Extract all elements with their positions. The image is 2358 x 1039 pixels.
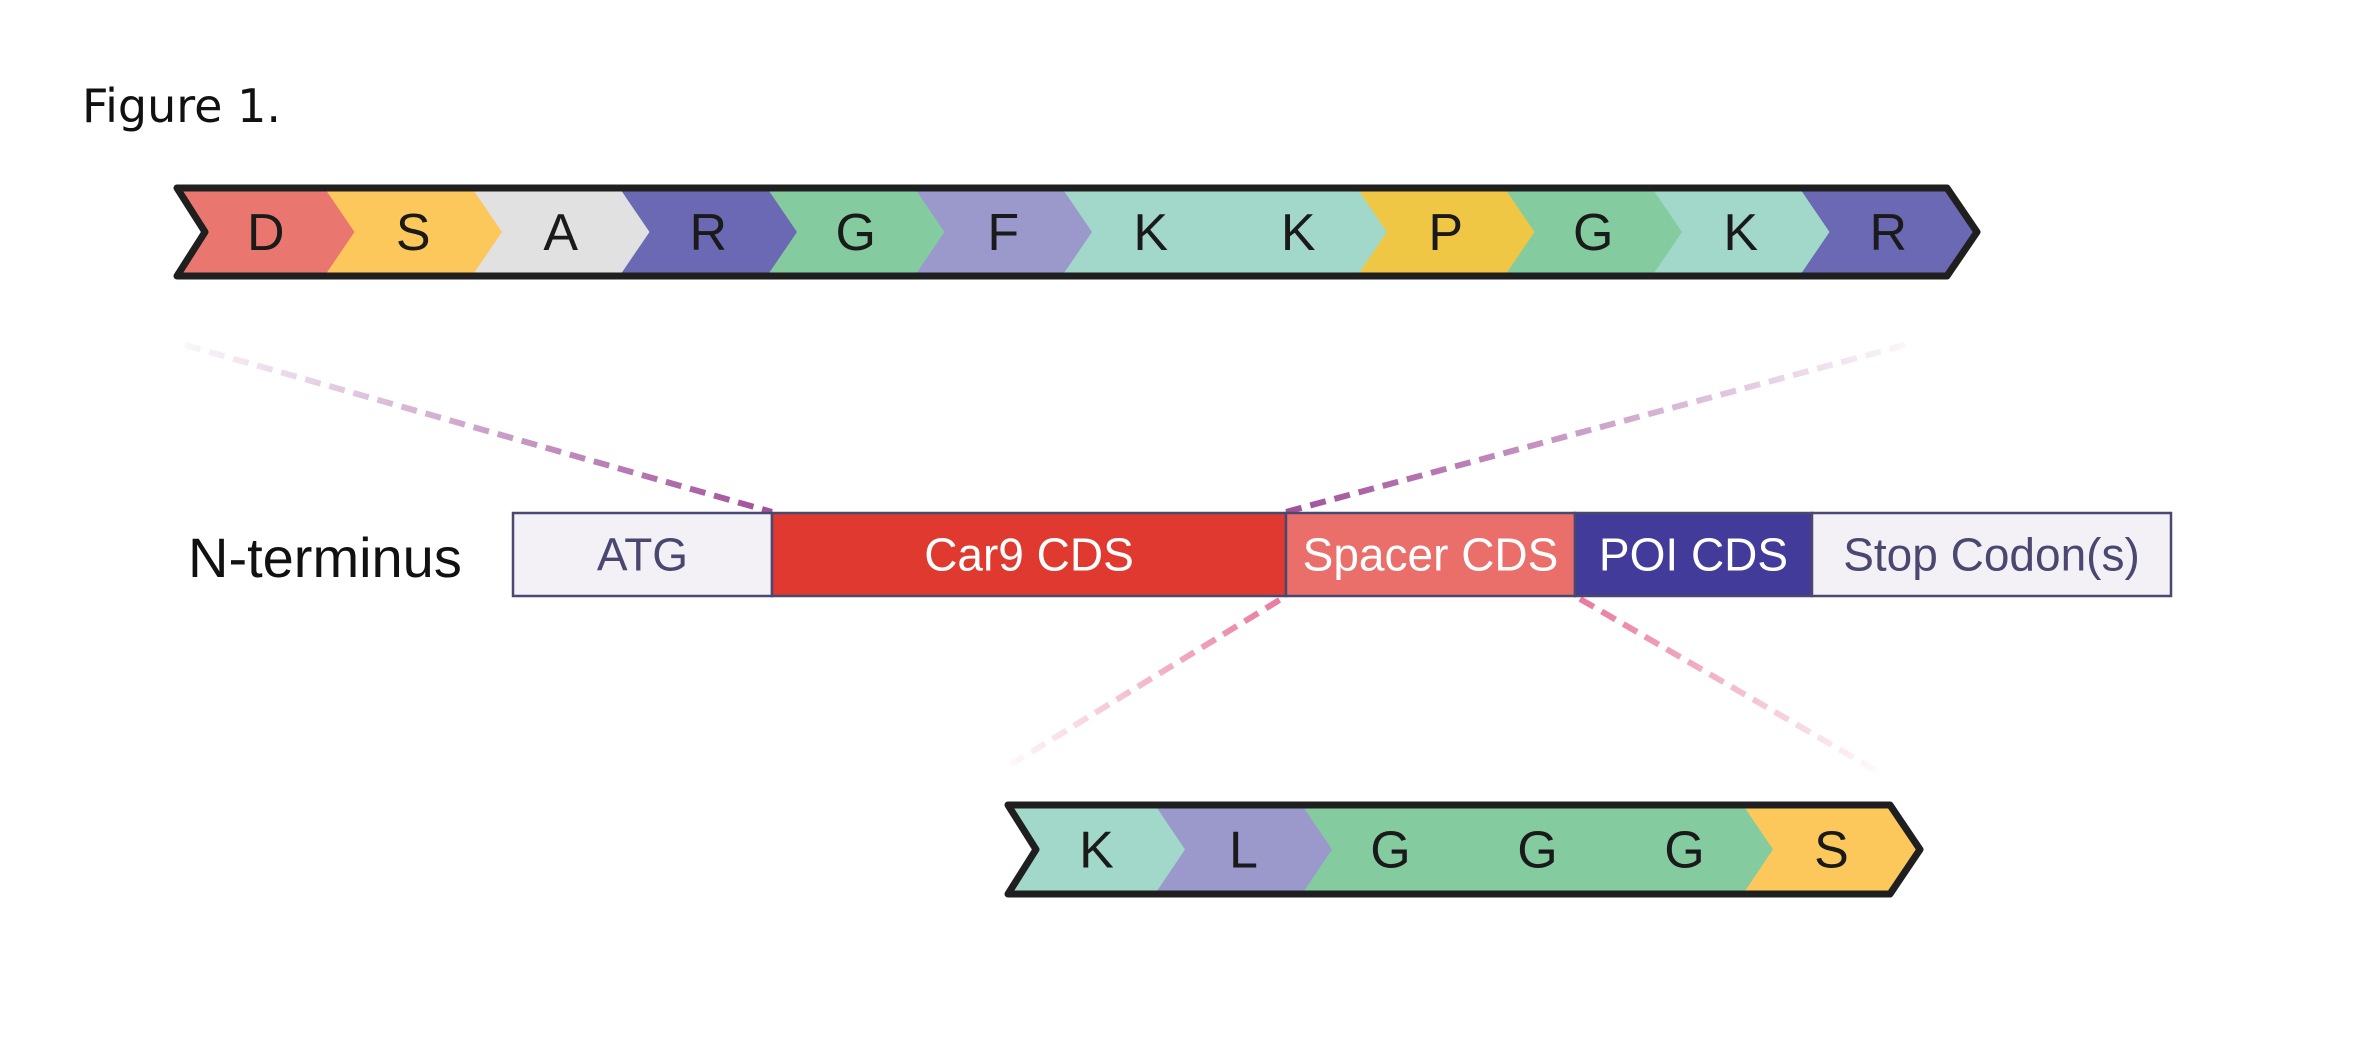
- residue-label: K: [1133, 204, 1168, 262]
- residue-chevron-K: [1648, 188, 1830, 276]
- n-terminus-label: N-terminus: [188, 526, 462, 589]
- residue-label: D: [247, 204, 285, 262]
- residue-chevron-G: [1500, 188, 1682, 276]
- segment-label-stop-codon-s: Stop Codon(s): [1843, 529, 2140, 581]
- residue-label: L: [1229, 822, 1258, 880]
- residue-chevron-G: [1298, 805, 1479, 894]
- residue-chevron-R: [1795, 188, 1977, 276]
- residue-chevron-P: [1353, 188, 1535, 276]
- residue-label: G: [1664, 822, 1704, 880]
- residue-label: K: [1281, 204, 1316, 262]
- segment-label-car9-cds: Car9 CDS: [924, 529, 1134, 581]
- residue-chevron-S: [320, 188, 502, 276]
- residue-label: S: [396, 204, 431, 262]
- connector-upper-left: [184, 342, 773, 515]
- residue-label: R: [1869, 204, 1907, 262]
- residue-chevron-L: [1151, 805, 1332, 894]
- residue-label: K: [1723, 204, 1758, 262]
- residue-label: G: [1573, 204, 1613, 262]
- residue-label: R: [689, 204, 727, 262]
- residue-label: G: [836, 204, 876, 262]
- residue-label: F: [987, 204, 1019, 262]
- residue-label: G: [1517, 822, 1557, 880]
- residue-label: G: [1370, 822, 1410, 880]
- connector-lower-left: [1008, 593, 1288, 768]
- connector-lower-right: [1573, 593, 1877, 773]
- figure-title: Figure 1.: [82, 79, 281, 133]
- residue-chevron-K: [1058, 188, 1240, 276]
- peptide-outline: [173, 184, 1981, 280]
- residue-label: A: [543, 204, 578, 262]
- residue-chevron-G: [1445, 805, 1626, 894]
- residue-chevron-G: [763, 188, 945, 276]
- segment-spacer-cds: [1284, 511, 1577, 598]
- segment-stop-codon-s: [1810, 511, 2173, 598]
- residue-chevron-F: [910, 188, 1092, 276]
- residue-chevron-K: [1008, 805, 1185, 894]
- residue-chevron-R: [615, 188, 797, 276]
- residue-label: K: [1079, 822, 1114, 880]
- residue-chevron-G: [1592, 805, 1773, 894]
- segment-label-spacer-cds: Spacer CDS: [1303, 529, 1559, 581]
- segment-label-atg: ATG: [597, 529, 688, 581]
- residue-chevron-A: [468, 188, 650, 276]
- segment-label-poi-cds: POI CDS: [1599, 529, 1788, 581]
- residue-chevron-K: [1205, 188, 1387, 276]
- peptide-outline: [1004, 801, 1924, 898]
- residue-chevron-D: [177, 188, 355, 276]
- connector-upper-right: [1285, 342, 1906, 515]
- residue-label: P: [1428, 204, 1463, 262]
- construct-bar: ATG Car9 CDS Spacer CDS POI CDS Stop Codon(s…: [511, 511, 2173, 598]
- segment-poi-cds: [1573, 511, 1814, 598]
- residue-label: S: [1814, 822, 1849, 880]
- residue-chevron-S: [1739, 805, 1920, 894]
